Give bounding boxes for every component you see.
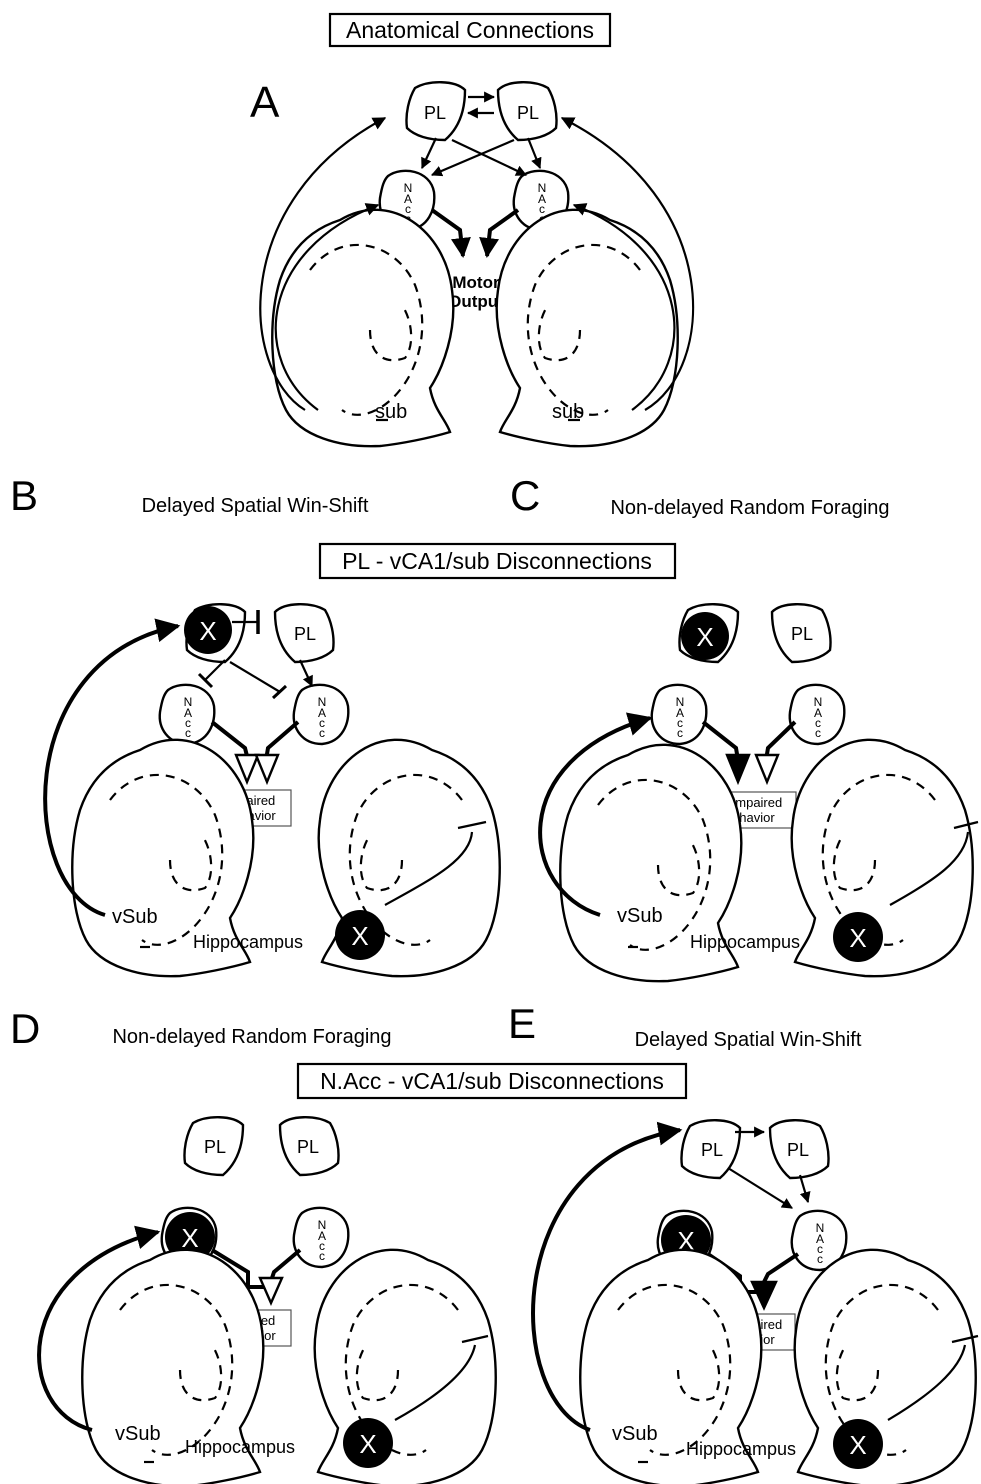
panel-d: PL PL X N A c c Impaired Behavior vSub H… — [39, 1117, 496, 1484]
arrow-pl-nacc — [728, 1168, 792, 1208]
hippocampus-right: sub — [497, 210, 678, 446]
hippocampus-label: Hippocampus — [193, 932, 303, 952]
hippocampus-right — [315, 1250, 496, 1484]
nacc-c2: c — [319, 1249, 325, 1263]
nacc-right: N A c c — [790, 685, 845, 744]
nacc-c2: c — [319, 726, 325, 740]
pl-left-label: PL — [424, 103, 446, 123]
hippocampus-label: Hippocampus — [686, 1439, 796, 1459]
panel-d-letter: D — [10, 1005, 40, 1052]
arrow-pl-nacc-cross — [452, 140, 526, 175]
pl-label: PL — [297, 1137, 319, 1157]
pl-right: PL — [498, 82, 557, 140]
nacc-left: N A c c — [160, 685, 215, 744]
section-de-title: N.Acc - vCA1/sub Disconnections — [320, 1068, 664, 1094]
arrow-pl-nacc — [422, 138, 436, 168]
pl-label: PL — [787, 1140, 809, 1160]
arrowhead-open — [756, 755, 778, 782]
panel-e-letter: E — [508, 1000, 536, 1047]
pl-label: PL — [791, 624, 813, 644]
nacc-c2: c — [677, 726, 683, 740]
nacc-right: N A c c — [294, 685, 349, 744]
hippocampus-label: Hippocampus — [185, 1437, 295, 1457]
pl-label: PL — [294, 624, 316, 644]
panel-d-title: Non-delayed Random Foraging — [112, 1026, 391, 1048]
sub-label-left: sub — [375, 401, 407, 423]
panel-a: Anatomical Connections A PL PL N A c c N… — [250, 14, 693, 446]
nacc-right: N A c c — [294, 1208, 349, 1267]
header-title: Anatomical Connections — [346, 17, 594, 43]
pl-right-label: PL — [517, 103, 539, 123]
nacc-c2: c — [817, 1252, 823, 1266]
sub-label-right: sub — [552, 401, 584, 423]
lesion-x: X — [359, 1429, 376, 1459]
pl-label: PL — [204, 1137, 226, 1157]
lesion-x: X — [351, 921, 368, 951]
panel-c-title: Non-delayed Random Foraging — [610, 497, 889, 519]
arrowhead-filled — [727, 755, 749, 782]
hippocampus-label: Hippocampus — [690, 932, 800, 952]
panel-c: X PL N A c c N A c c Unimpaired Behavior… — [540, 604, 978, 981]
panel-a-letter: A — [250, 78, 280, 127]
lesion-x: X — [199, 616, 216, 646]
panel-b: X PL N A c c N A c c Impaired Behavior — [45, 604, 500, 976]
motor-output-line1: Motor — [452, 273, 500, 292]
arrowhead-open — [236, 755, 258, 782]
vsub-label: vSub — [115, 1423, 161, 1445]
lesion-x: X — [849, 923, 866, 953]
section-bc-title: PL - vCA1/sub Disconnections — [342, 548, 652, 574]
panel-c-letter: C — [510, 472, 540, 519]
pl-left: PL — [406, 82, 465, 140]
arrowhead-open — [260, 1278, 282, 1303]
lesion-x: X — [696, 622, 713, 652]
nacc-c2: c — [815, 726, 821, 740]
panel-b-title: Delayed Spatial Win-Shift — [142, 495, 369, 517]
vsub-label: vSub — [612, 1423, 658, 1445]
arrow-pl-nacc-cross — [432, 140, 514, 175]
arrow-pl-nacc — [528, 138, 540, 168]
vsub-label: vSub — [617, 905, 663, 927]
vsub-label: vSub — [112, 906, 158, 928]
lesion-x: X — [849, 1430, 866, 1460]
panel-e-title: Delayed Spatial Win-Shift — [635, 1029, 862, 1051]
nacc-left: N A c c — [652, 685, 707, 744]
panel-b-letter: B — [10, 472, 38, 519]
nacc-c2: c — [185, 726, 191, 740]
pl-label: PL — [701, 1140, 723, 1160]
lesion-x: X — [181, 1223, 198, 1253]
hippocampus-right — [795, 1250, 976, 1484]
arrowhead-filled — [752, 1282, 776, 1308]
panel-e: PL PL X N A c c Unimpaired Behavior vSub… — [533, 1120, 978, 1484]
hippocampus-left: sub — [272, 210, 453, 446]
arrowhead-open — [256, 755, 278, 782]
